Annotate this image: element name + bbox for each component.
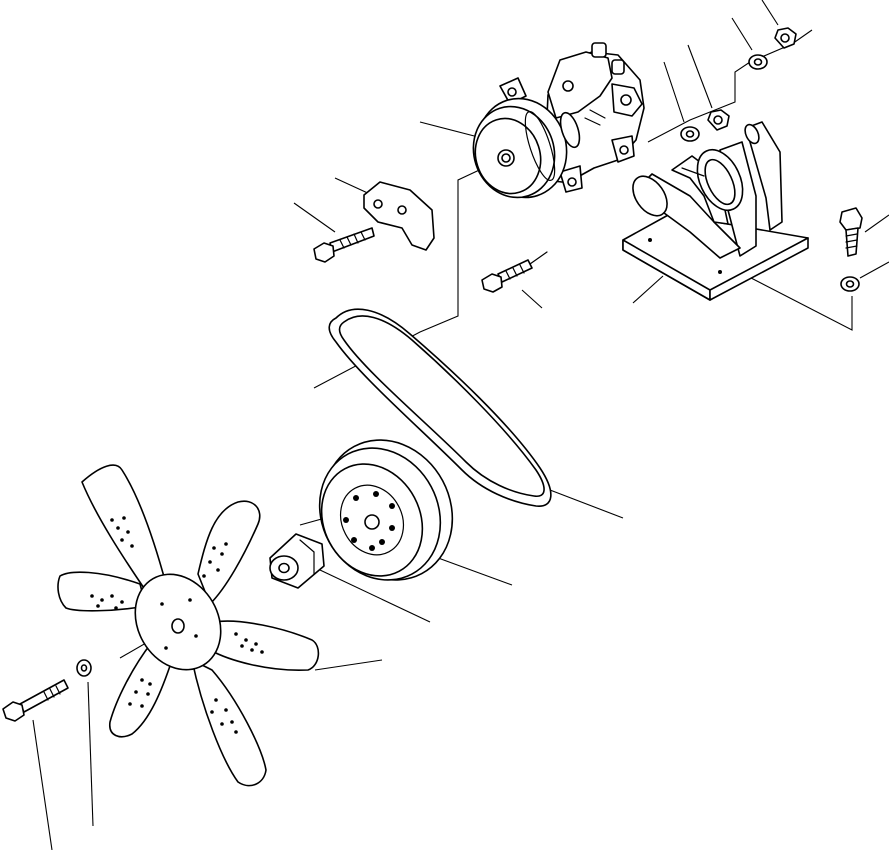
rivet-pattern xyxy=(90,516,264,734)
bolt-icon-fan xyxy=(2,679,69,722)
ac-compressor-icon xyxy=(472,42,645,199)
washer-icon-mount xyxy=(840,276,860,292)
nut-icon-2 xyxy=(707,109,730,131)
leader-mount-axis xyxy=(719,261,853,331)
leader-bolt-upper xyxy=(293,202,336,233)
leader-bracket xyxy=(632,275,664,304)
pulley-icon xyxy=(318,439,454,581)
leader-spacer xyxy=(319,569,431,623)
bolt-icon-mount xyxy=(839,207,863,257)
bolt-icon-upper xyxy=(313,227,375,263)
washer-icon-fan xyxy=(76,659,92,677)
leader-fan xyxy=(314,659,383,671)
leader-pulley xyxy=(429,554,513,586)
leader-washer-2 xyxy=(663,61,685,123)
fan-icon xyxy=(57,464,320,787)
leader-nut-2 xyxy=(687,44,713,109)
leader-belt-right xyxy=(549,489,624,519)
nut-icon-1 xyxy=(774,27,797,49)
washer-icon-2 xyxy=(680,126,700,142)
washer-icon-1 xyxy=(748,54,768,70)
plate-icon xyxy=(363,181,435,251)
leader-washer-1 xyxy=(731,17,753,51)
leader-mount-bolt xyxy=(864,214,889,233)
leader-bolt-lower xyxy=(521,289,543,309)
bracket-icon xyxy=(622,121,809,301)
belt-icon xyxy=(328,308,552,507)
leader-fan-bolt xyxy=(32,719,53,850)
leader-plate xyxy=(334,177,373,196)
leader-nut-1 xyxy=(761,0,779,26)
spacer-icon xyxy=(269,533,325,589)
bolt-icon-lower xyxy=(481,251,548,293)
leader-fan-washer xyxy=(87,681,94,827)
leader-compressor xyxy=(419,121,483,139)
leader-mount-washer xyxy=(859,261,889,279)
